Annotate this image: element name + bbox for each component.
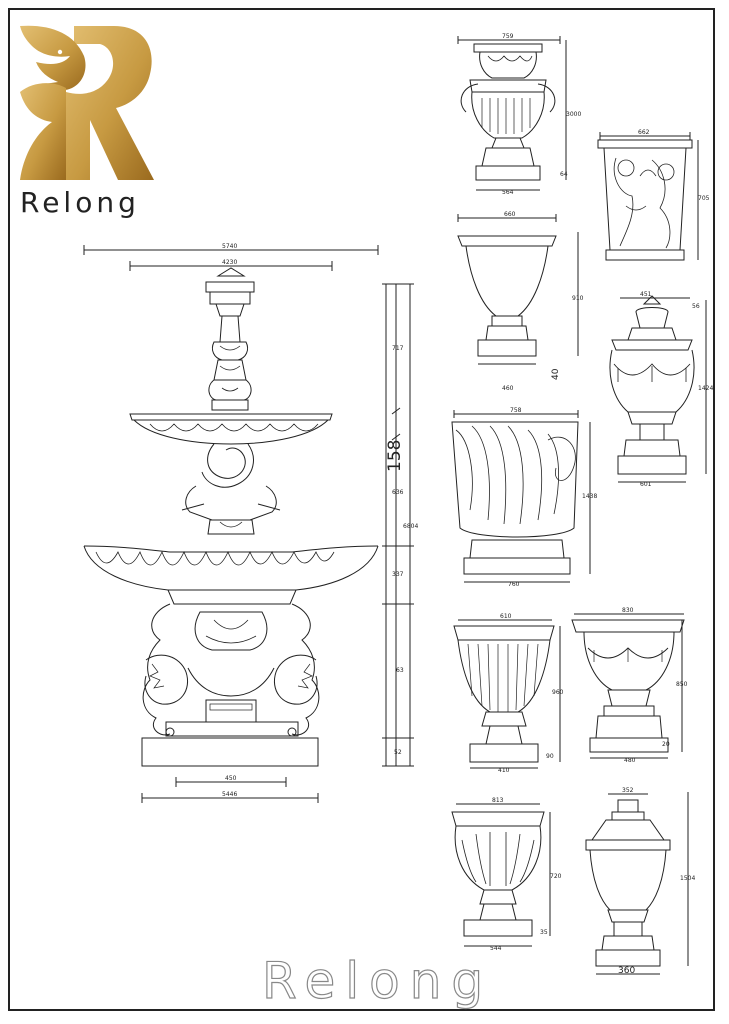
dim-v5-height: 1438 <box>582 493 597 500</box>
dim-v9-base: 360 <box>618 966 635 976</box>
dim-total-height: 158 <box>385 440 405 472</box>
relong-eagle-logo-icon <box>20 25 154 180</box>
dim-v8-height: 720 <box>550 873 562 880</box>
dim-overall-width: 5740 <box>222 243 237 250</box>
dim-total-side: 6804 <box>403 523 418 530</box>
dim-v9-height: 1504 <box>680 875 695 882</box>
vase-lidded-finial-urn-drawing: 352 1504 360 <box>585 787 695 976</box>
dim-middle-height: 636 <box>392 489 404 496</box>
fountain-drawing: 5740 4230 <box>83 243 418 803</box>
dim-base-height: 63 <box>396 667 404 674</box>
dim-v6-base: 410 <box>498 767 510 774</box>
vase-cherub-planter-drawing: 662 705 <box>597 129 710 261</box>
dim-v4-height: 1424 <box>698 385 713 392</box>
dim-plinth-height: 52 <box>394 749 402 756</box>
dim-v1-width: 759 <box>502 33 514 40</box>
dim-v3-height: 910 <box>572 295 584 302</box>
dim-v7-width: 830 <box>622 607 634 614</box>
dim-v8-width: 813 <box>492 797 504 804</box>
dim-v5-base: 760 <box>508 581 520 588</box>
vase-garland-bowl-urn-drawing: 830 850 20 480 <box>571 607 688 764</box>
dim-v4-cap: 56 <box>692 303 700 310</box>
dim-top-width: 4230 <box>222 259 237 266</box>
dim-v6-height: 960 <box>552 689 564 696</box>
dim-v4-base: 601 <box>640 481 652 488</box>
dim-v8-base: 544 <box>490 945 502 952</box>
dim-v5-width: 758 <box>510 407 522 414</box>
dim-base-width: 5446 <box>222 791 237 798</box>
dim-v7-height: 850 <box>676 681 688 688</box>
dim-v1-base: 564 <box>502 189 514 196</box>
dim-v7-foot: 20 <box>662 741 670 748</box>
dim-v3-base: 460 <box>502 385 514 392</box>
vase-lidded-garland-urn-drawing: 451 1424 56 601 <box>609 291 713 488</box>
dim-v3-foot: 40 <box>551 368 561 380</box>
dim-v6-foot: 90 <box>546 753 554 760</box>
vase-campana-urn-drawing: 660 910 40 460 <box>457 211 584 392</box>
dim-v2-width: 662 <box>638 129 650 136</box>
dim-v4-width: 451 <box>640 291 652 298</box>
dim-tier1-height: 717 <box>392 345 404 352</box>
drawing-sheet-border <box>8 8 715 1011</box>
dim-tier2-height: 337 <box>392 571 404 578</box>
vase-acanthus-planter-drawing: 758 1438 760 <box>451 407 597 588</box>
dim-v1-foot: 64 <box>560 171 568 178</box>
dim-v8-foot: 35 <box>540 929 548 936</box>
vase-handled-urn-drawing: 759 3000 64 564 <box>457 33 581 196</box>
vase-fluted-urn-drawing: 610 960 90 410 <box>453 613 564 774</box>
dim-v1-height: 3000 <box>566 111 581 118</box>
vase-gadrooned-urn-drawing: 813 720 35 544 <box>451 797 562 952</box>
dim-inner-base: 450 <box>225 775 237 782</box>
watermark-wordmark: Relong <box>261 951 494 1010</box>
dim-v3-width: 660 <box>504 211 516 218</box>
logo-wordmark: Relong <box>20 186 140 219</box>
dim-v6-width: 610 <box>500 613 512 620</box>
dim-v9-width: 352 <box>622 787 634 794</box>
dim-v2-height: 705 <box>698 195 710 202</box>
dim-v7-base: 480 <box>624 757 636 764</box>
